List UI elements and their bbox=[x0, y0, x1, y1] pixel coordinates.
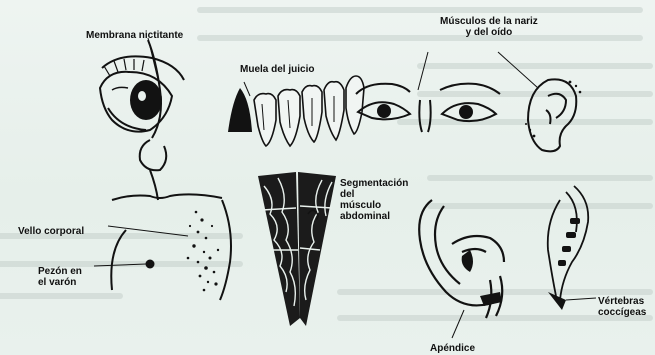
label-male-nipple: Pezón en el varón bbox=[38, 266, 82, 288]
label-nictitating-membrane: Membrana nictitante bbox=[86, 30, 183, 41]
label-coccyx-vertebrae: Vértebras coccígeas bbox=[598, 296, 646, 318]
label-nose-ear-muscles: Músculos de la nariz y del oído bbox=[440, 16, 538, 38]
label-wisdom-tooth: Muela del juicio bbox=[240, 64, 314, 75]
label-body-hair: Vello corporal bbox=[18, 226, 84, 237]
label-abdominal-segmentation: Segmentación del músculo abdominal bbox=[340, 178, 408, 222]
label-appendix: Apéndice bbox=[430, 343, 475, 354]
